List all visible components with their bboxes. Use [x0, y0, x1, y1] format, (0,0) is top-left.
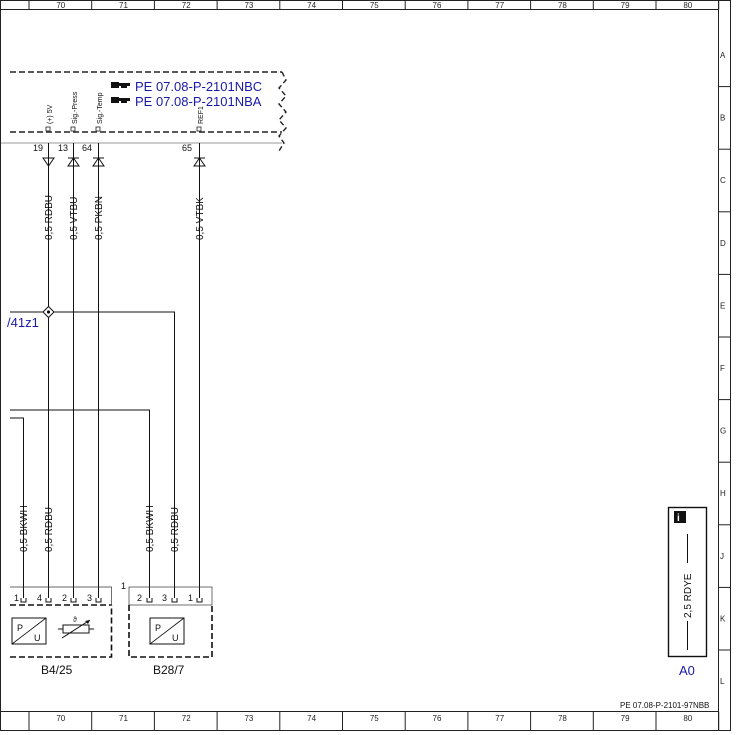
column-label: 78 [558, 1, 567, 10]
column-label: 70 [56, 714, 65, 723]
component-label[interactable]: B4/25 [41, 663, 73, 677]
column-label: 75 [370, 1, 379, 10]
wire-label: 0,5 RDBU [170, 507, 181, 552]
column-label: 79 [621, 714, 630, 723]
wire-label: 0,5 VTBU [69, 197, 80, 240]
wire-label: 0,5 VTBK [195, 197, 206, 240]
wire-label: 0,5 RDBU [44, 195, 55, 240]
column-label: 79 [621, 1, 630, 10]
column-label: 78 [558, 714, 567, 723]
row-label: H [720, 489, 726, 498]
pin-number: 2 [137, 593, 142, 603]
column-label: 72 [182, 1, 191, 10]
row-label: C [720, 176, 726, 185]
component-b4-25[interactable]: 1 4 2 3 P U ϑ B4/25 [10, 586, 113, 677]
row-label: B [720, 114, 725, 123]
pin-number: 1 [14, 593, 19, 603]
info-icon: i [674, 511, 686, 524]
signal-label: REF1 [198, 106, 205, 124]
pu-label: U [34, 633, 41, 643]
reference-note-2[interactable]: PE 07.08-P-2101NBA [111, 94, 262, 109]
temp-symbol: ϑ [73, 617, 77, 624]
svg-text:i: i [677, 513, 680, 524]
signal-label: (+) 5V [47, 104, 54, 124]
reference-link[interactable]: PE 07.08-P-2101NBA [135, 94, 262, 109]
row-label: D [720, 239, 726, 248]
signal-labels: (+) 5V Sig.-Press Sig.-Temp REF1 [45, 91, 205, 132]
hand-pointer-icon [111, 97, 130, 103]
splice-reference[interactable]: /41z1 [7, 315, 39, 330]
pin-number: 1 [188, 593, 193, 603]
row-label: L [720, 677, 725, 686]
wires [10, 143, 200, 598]
hand-pointer-icon [111, 82, 130, 88]
column-label: 74 [307, 1, 316, 10]
pin-number: 65 [182, 143, 192, 153]
pin-number: 3 [87, 593, 92, 603]
pin-arrows [42, 157, 206, 167]
pin-number: 3 [162, 593, 167, 603]
reference-note-1[interactable]: PE 07.08-P-2101NBC [111, 79, 262, 94]
column-label: 74 [307, 714, 316, 723]
pin-number: 4 [37, 593, 42, 603]
signal-label: Sig.-Press [72, 91, 79, 124]
column-label: 77 [495, 1, 504, 10]
pin-number: 13 [58, 143, 68, 153]
column-label: 73 [244, 714, 253, 723]
connector-index: 1 [121, 581, 126, 591]
control-unit-connector [0, 71, 287, 152]
column-label: 76 [433, 714, 442, 723]
column-label: 76 [433, 1, 442, 10]
ground-point-a0[interactable]: i 2,5 RDYE A0 [667, 506, 708, 679]
column-label: 75 [370, 714, 379, 723]
column-label: 80 [683, 1, 692, 10]
splice-dot [46, 310, 51, 314]
column-label: 77 [495, 714, 504, 723]
pu-label: U [172, 633, 179, 643]
column-label: 73 [244, 1, 253, 10]
column-label: 80 [683, 714, 692, 723]
wire-label: 0,5 BKWH [145, 505, 156, 552]
pressure-sensor-icon [11, 617, 47, 645]
component-b28-7[interactable]: 1 2 3 1 P U B28/7 [121, 581, 213, 677]
row-label: E [720, 301, 725, 310]
component-label[interactable]: B28/7 [153, 663, 185, 677]
wire-label: 0,5 RDBU [44, 507, 55, 552]
pressure-sensor-icon [149, 617, 185, 645]
column-label: 71 [119, 1, 128, 10]
ground-label[interactable]: A0 [679, 663, 695, 678]
document-reference: PE 07.08-P-2101-97NBB [620, 701, 709, 710]
wire-label: 2,5 RDYE [683, 573, 694, 618]
row-label: K [720, 614, 726, 623]
row-label: A [720, 51, 726, 60]
temperature-resistor-icon: ϑ [58, 617, 94, 639]
wire-label: 0,5 BKWH [19, 505, 30, 552]
signal-label: Sig.-Temp [97, 92, 104, 124]
wire-label: 0,5 PKBN [94, 196, 105, 240]
column-label: 72 [182, 714, 191, 723]
pin-number: 2 [62, 593, 67, 603]
pin-number: 64 [82, 143, 92, 153]
column-label: 71 [119, 714, 128, 723]
pin-number: 19 [33, 143, 43, 153]
pu-label: P [17, 623, 23, 633]
column-label: 70 [56, 1, 65, 10]
row-label: J [720, 552, 724, 561]
reference-link[interactable]: PE 07.08-P-2101NBC [135, 79, 262, 94]
row-label: G [720, 427, 726, 436]
row-label: F [720, 364, 725, 373]
pu-label: P [155, 623, 161, 633]
